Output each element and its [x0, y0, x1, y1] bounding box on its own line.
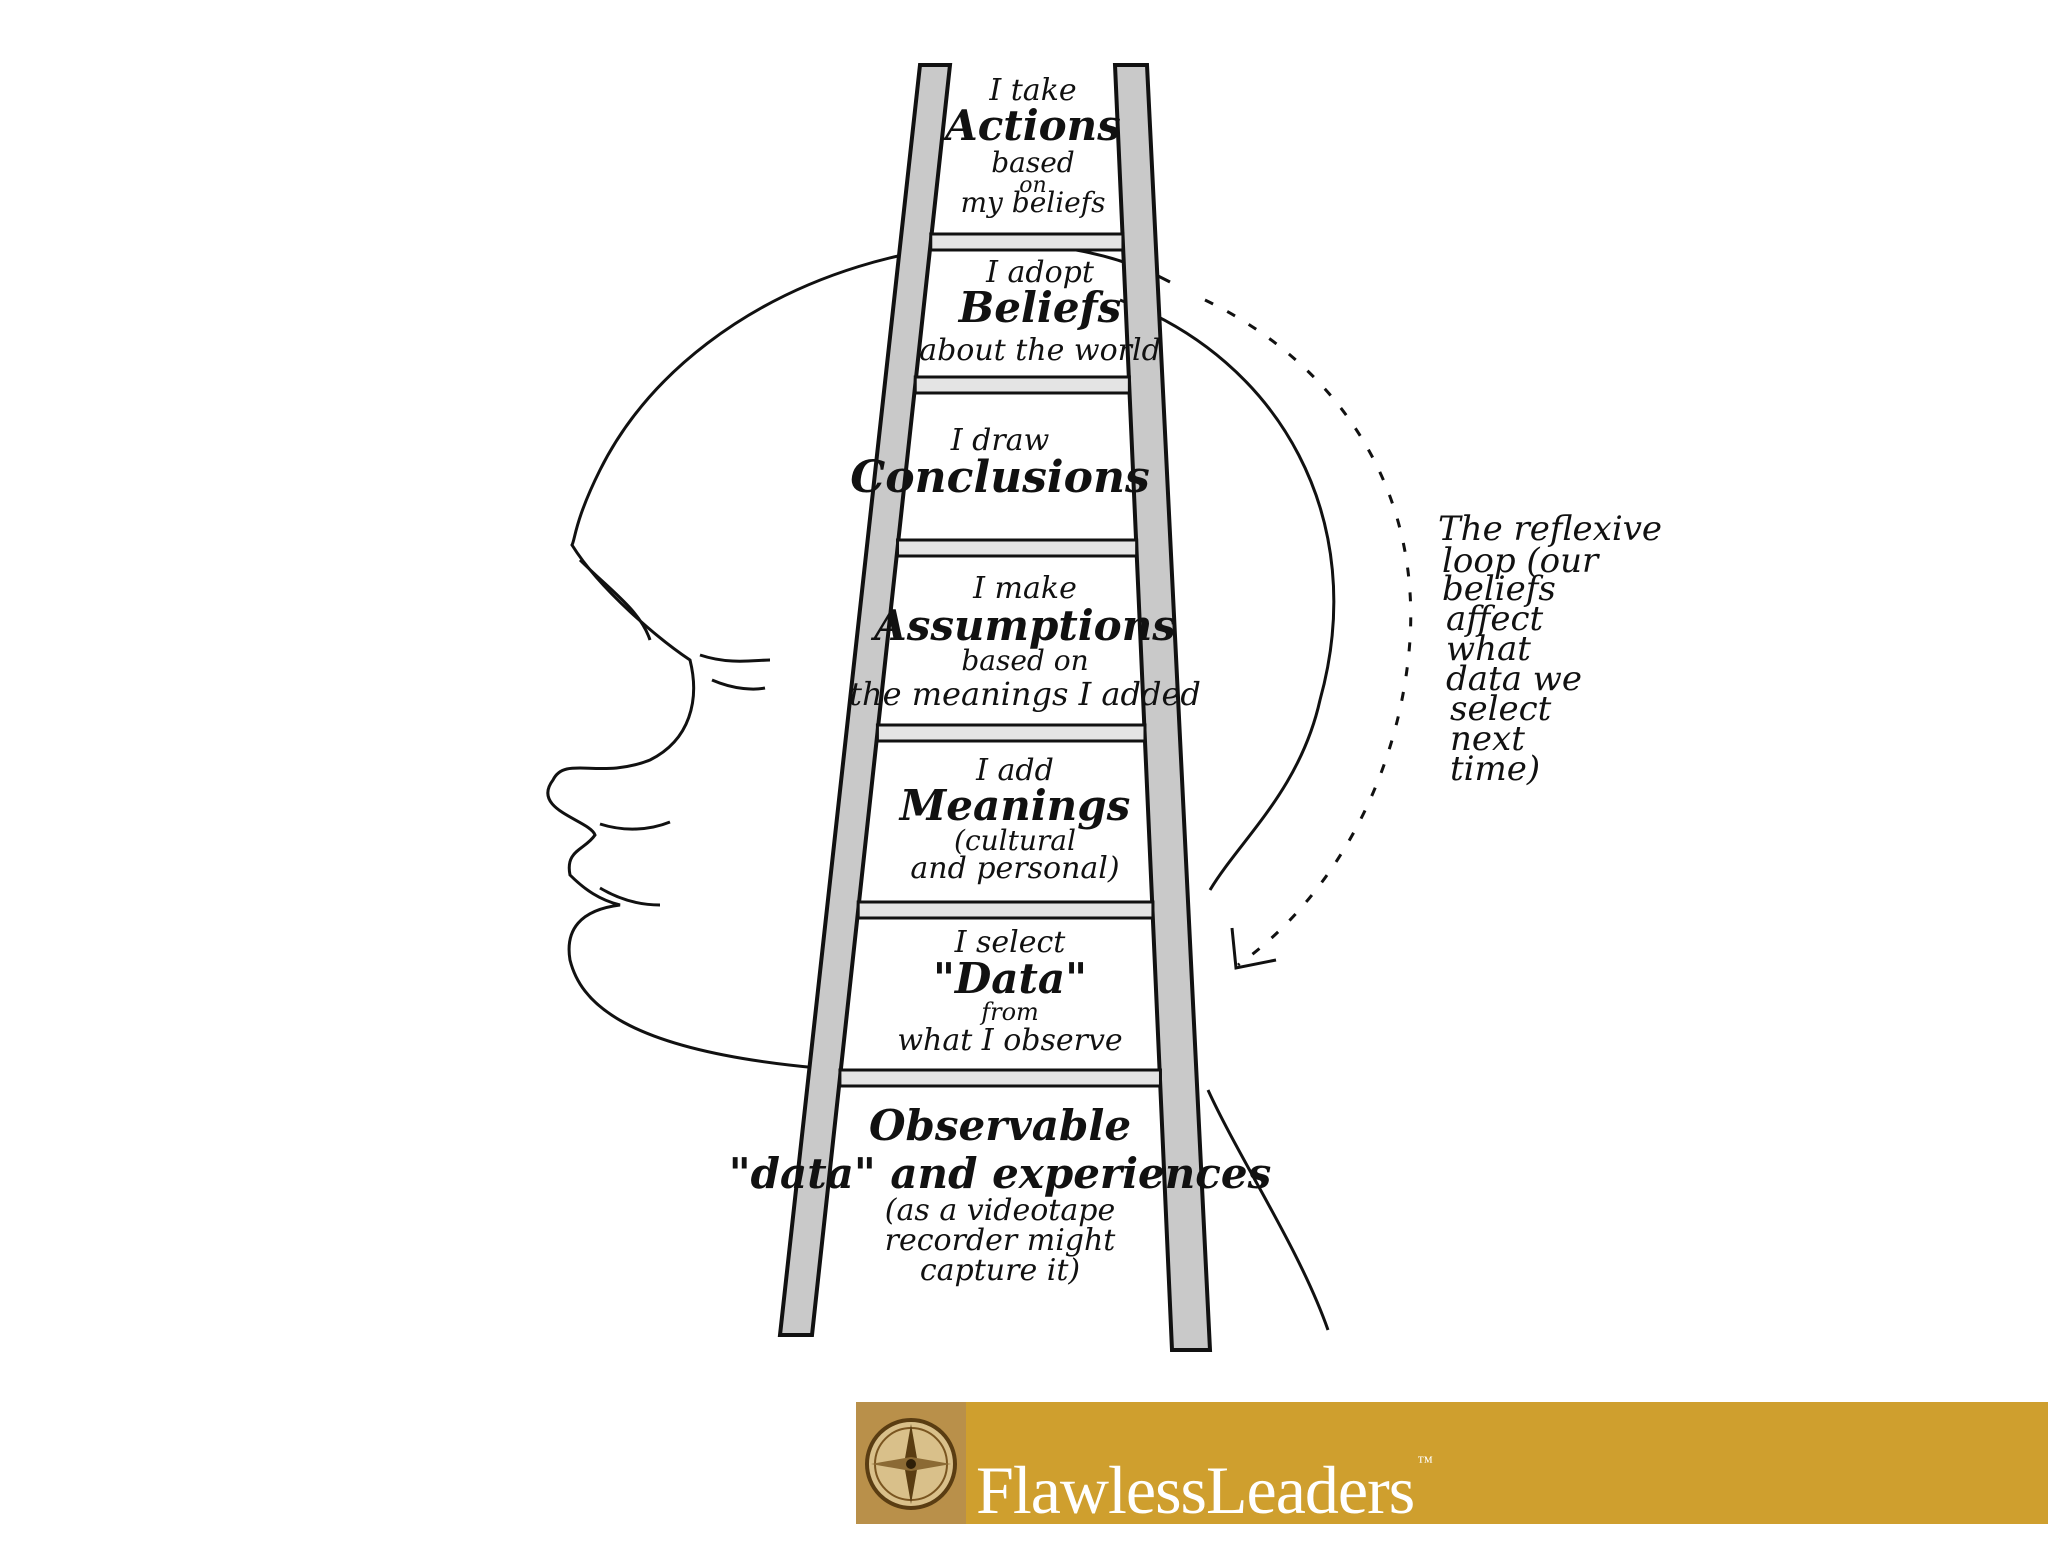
compass-logo — [856, 1402, 966, 1524]
rung-label-line: my beliefs — [961, 186, 1106, 219]
rung-label-line: "data" and experiences — [729, 1149, 1271, 1198]
trademark-symbol: ™ — [1417, 1454, 1433, 1471]
arrowhead-icon — [1230, 927, 1277, 970]
rung-label-line: I select — [954, 925, 1067, 960]
rung-label-line: Meanings — [898, 781, 1130, 830]
neck-line — [1206, 1089, 1330, 1331]
rung-label-line: based — [991, 146, 1074, 179]
ladder-rung — [896, 538, 1139, 558]
rung-label-line: I take — [988, 73, 1076, 108]
reflexive-loop-arrow — [1204, 298, 1413, 967]
eye-lid — [699, 653, 771, 691]
rung-label-line: and personal) — [910, 851, 1119, 886]
rung-label-line: I draw — [950, 423, 1050, 458]
rung-label-line: on — [1019, 173, 1046, 198]
rung-label-line: (as a videotape — [885, 1193, 1115, 1228]
rung-label-line: capture it) — [920, 1253, 1080, 1288]
rung-label-line: Observable — [869, 1101, 1131, 1150]
ladder — [777, 63, 1213, 1352]
mouth-line — [599, 820, 671, 907]
rung-label-line: I adopt — [985, 255, 1095, 290]
rung-label-line: what I observe — [897, 1023, 1122, 1058]
rung-label-line: from — [979, 998, 1039, 1026]
loop-note-line: select — [1450, 689, 1552, 729]
ladder-rung — [875, 723, 1147, 743]
eye-detail — [578, 558, 652, 641]
loop-note-line: The reflexive — [1438, 509, 1662, 549]
loop-note-line: beliefs — [1442, 569, 1556, 609]
loop-note-line: what — [1446, 629, 1531, 669]
loop-note-line: time) — [1450, 749, 1540, 789]
rung-label-line: (cultural — [954, 824, 1076, 857]
rung-label-line: Beliefs — [958, 283, 1122, 332]
back-of-head — [1119, 298, 1336, 891]
rung-label-line: Actions — [941, 101, 1121, 150]
ladder-right-rail — [1112, 63, 1213, 1352]
rung-label-line: recorder might — [885, 1223, 1117, 1258]
loop-note-line: affect — [1446, 599, 1544, 639]
rung-label-line: Assumptions — [870, 601, 1176, 650]
loop-note-line: data we — [1446, 659, 1582, 699]
rung-label-line: about the world — [919, 333, 1161, 368]
rung-label-line: Conclusions — [850, 452, 1149, 503]
compass-icon — [865, 1418, 957, 1510]
loop-note-line: next — [1450, 719, 1525, 759]
rung-label-line: based on — [961, 644, 1088, 677]
ladder-left-rail — [777, 63, 953, 1337]
rung-label-line: the meanings I added — [849, 675, 1201, 713]
ladder-rung — [913, 375, 1131, 395]
ladder-rung — [929, 232, 1125, 252]
rung-label-line: I make — [972, 571, 1077, 606]
rung-label-line: "Data" — [933, 954, 1087, 1003]
loop-note-line: loop (our — [1442, 541, 1600, 581]
brand-name: FlawlessLeaders — [976, 1452, 1415, 1528]
rung-label-line: I add — [975, 753, 1054, 788]
head-profile — [546, 242, 1171, 1070]
ladder-rung — [838, 1068, 1162, 1088]
ladder-rung — [856, 900, 1155, 920]
